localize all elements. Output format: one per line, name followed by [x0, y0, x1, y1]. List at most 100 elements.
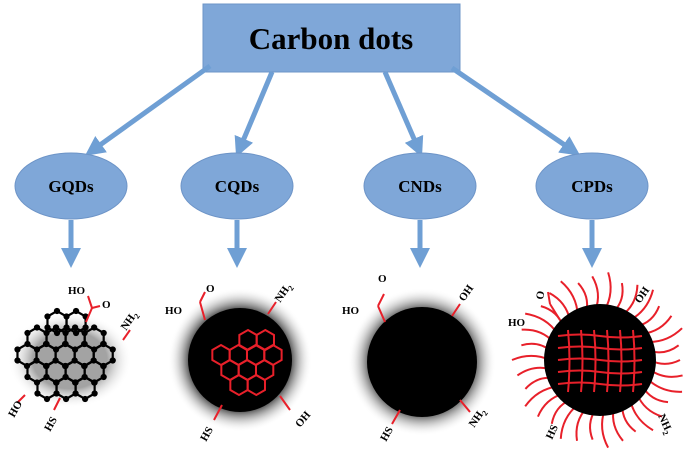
carbon-atom: [63, 313, 70, 320]
carbon-atom: [100, 373, 107, 381]
carbon-atom: [24, 373, 31, 381]
carbon-atom: [43, 373, 50, 381]
down-arrows: [61, 220, 602, 268]
root-box: [202, 3, 461, 73]
carbon-atom: [72, 324, 79, 331]
carbon-atom: [81, 373, 88, 381]
carbon-atom: [23, 362, 31, 370]
cqds-graphitic-core: [211, 328, 283, 397]
carbon-atom: [42, 340, 50, 348]
carbon-atom: [14, 346, 21, 353]
carbon-atom: [71, 357, 78, 364]
gqds-groups: [17, 295, 131, 411]
arrow-to-cnds: [382, 71, 424, 158]
carbon-atom: [44, 324, 51, 331]
cpds-structure: HO O OH NH2 HS: [508, 272, 683, 449]
carbon-atom: [81, 340, 88, 348]
carbon-atom: [100, 329, 107, 337]
ellipse-cqds: [180, 152, 294, 220]
carbon-atom: [62, 329, 69, 337]
cqds-cooh-ho: HO: [165, 305, 183, 317]
carbon-atom: [53, 390, 60, 397]
carbon-atom: [34, 390, 41, 397]
carbon-atom: [91, 390, 98, 397]
cpds-nh2: NH2: [653, 412, 674, 436]
carbon-atom: [100, 340, 107, 348]
crosslink-v: [606, 329, 610, 393]
crosslink-v: [632, 329, 636, 393]
crosslink-h: [557, 369, 643, 375]
crosslink-h: [557, 333, 643, 339]
gqds-sh: HS: [42, 415, 60, 434]
cpds-crosslink-grid: [557, 329, 643, 393]
ellipse-gqds: [14, 152, 128, 220]
ellipse-cnds: [363, 152, 477, 220]
root-label: Carbon dots: [249, 21, 414, 56]
carbon-atom: [72, 346, 79, 353]
carbon-atom: [53, 329, 61, 337]
ellipse-cpds: [535, 152, 649, 220]
gqds-structure: HO O NH2 HO HS: [6, 285, 142, 434]
arrow-to-cpds: [450, 65, 581, 156]
carbon-atom: [14, 357, 21, 364]
top-arrows: [84, 63, 581, 158]
gqds-nh2: NH2: [119, 309, 142, 334]
crosslink-h: [557, 357, 643, 363]
gqds-cooh-ho: HO: [68, 285, 86, 297]
carbon-atom: [91, 379, 98, 386]
carbon-atom: [52, 324, 60, 331]
carbon-atom: [81, 362, 88, 370]
carbon-atom: [72, 307, 80, 315]
carbon-atom: [72, 390, 79, 397]
carbon-atom: [72, 379, 79, 386]
carbon-atom: [43, 329, 50, 337]
carbon-atom: [62, 340, 69, 348]
carbon-atom: [82, 324, 89, 331]
carbon-atom: [52, 346, 60, 353]
crosslink-v: [619, 329, 623, 393]
carbon-atom: [91, 346, 98, 353]
arrow-to-gqds: [84, 63, 212, 156]
category-cpds: CPDs: [535, 152, 649, 220]
carbon-atom: [81, 329, 88, 337]
gqds-cooh-o: O: [102, 299, 111, 311]
cnds-groups: [377, 293, 471, 425]
category-gqds: GQDs: [14, 152, 128, 220]
cqds-core: [188, 308, 292, 412]
category-cnds: CNDs: [363, 152, 477, 220]
cnds-cooh-ho: HO: [342, 305, 360, 317]
carbon-atom: [33, 324, 41, 331]
label-cqds: CQDs: [215, 177, 260, 196]
carbon-atom: [44, 313, 51, 320]
carbon-atom: [90, 357, 97, 364]
cpds-cooh-ho: HO: [508, 317, 526, 329]
cpds-groups: [547, 291, 561, 321]
crosslink-v: [567, 329, 571, 393]
cqds-groups: [199, 291, 291, 421]
gqds-oh: HO: [6, 398, 25, 419]
carbon-atom: [33, 357, 40, 364]
cpds-cooh-o: O: [534, 290, 547, 301]
carbon-atom: [63, 324, 70, 331]
graphitic-ring: [246, 373, 266, 397]
cqds-structure: HO O NH2 OH HS: [165, 283, 314, 444]
category-cqds: CQDs: [180, 152, 294, 220]
cpds-sh: HS: [544, 423, 561, 441]
carbon-atom: [109, 357, 116, 364]
carbon-atom: [53, 307, 61, 315]
carbon-atom: [62, 373, 69, 381]
carbon-atom: [109, 346, 116, 353]
cnds-cooh-o: O: [378, 273, 387, 285]
carbon-atom: [52, 357, 59, 364]
cqds-sh: HS: [198, 425, 216, 444]
cpds-oh: OH: [633, 284, 653, 305]
cnds-core: [367, 307, 477, 417]
arrow-to-cqds: [234, 71, 275, 158]
carbon-atom: [33, 379, 41, 386]
carbon-atom: [91, 324, 98, 331]
carbon-atom: [62, 362, 69, 370]
carbon-atom: [24, 340, 31, 348]
carbon-atom: [24, 329, 31, 337]
cqds-cooh-o: O: [206, 283, 215, 295]
